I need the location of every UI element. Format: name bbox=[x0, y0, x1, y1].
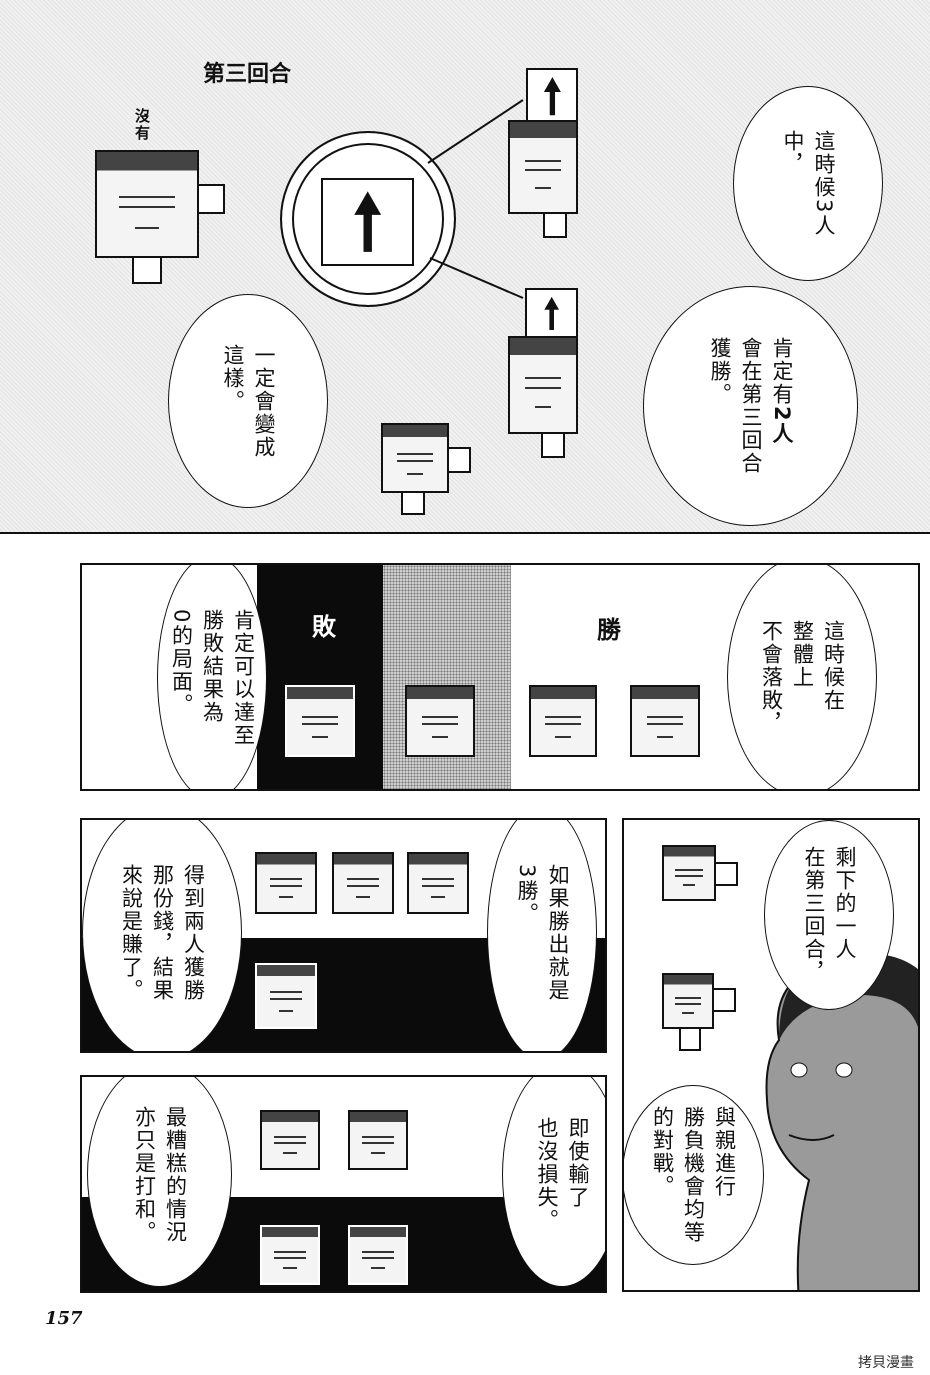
speech-bubble: 最糟糕的情況亦只是打和。 bbox=[87, 1077, 232, 1287]
speech-bubble: 如果勝出就是 3勝。 bbox=[487, 820, 597, 1051]
bubble-line: 整體上 bbox=[790, 619, 815, 689]
face-card bbox=[348, 1110, 408, 1170]
panel-remaining-player: 剩下的一人在第三回合， 與親進行勝負機會均等的對戰。 bbox=[622, 818, 920, 1292]
win-label: 勝 bbox=[597, 616, 621, 644]
bubble-line: 會在第三回合 bbox=[739, 337, 763, 475]
bubble-line: 肯定有 bbox=[770, 337, 794, 406]
face-card bbox=[630, 685, 700, 757]
exclaim-text: 沒有 bbox=[133, 108, 151, 142]
bubble-line: 最糟糕的情況 bbox=[163, 1105, 188, 1244]
card-tab bbox=[401, 491, 425, 515]
page-number: 157 bbox=[45, 1308, 83, 1329]
card-tab bbox=[197, 184, 225, 214]
speech-bubble: 一定會變成這樣。 bbox=[168, 294, 328, 508]
bubble-line: 的對戰。 bbox=[650, 1106, 675, 1198]
up-arrow-icon bbox=[354, 191, 381, 253]
lose-label: 敗 bbox=[312, 613, 336, 641]
bubble-line: 在第三回合， bbox=[802, 846, 826, 984]
bubble-line: 來說是賺了。 bbox=[119, 863, 144, 1002]
card-tab bbox=[447, 447, 471, 473]
round-title: 第三回合 bbox=[203, 62, 292, 87]
speech-bubble: 這時候3人中， bbox=[733, 86, 883, 281]
bubble-line: 中， bbox=[781, 129, 805, 176]
card-tab bbox=[541, 432, 565, 458]
speech-bubble: 即使輸了也沒損失。 bbox=[502, 1077, 605, 1287]
bubble-line: 剩下的一人 bbox=[833, 846, 857, 961]
bubble-line: 一定會變成 bbox=[252, 343, 276, 459]
bubble-line: 0的局面。 bbox=[169, 608, 194, 716]
bubble-line: 得到兩人獲勝 bbox=[181, 863, 206, 1002]
bubble-line: 亦只是打和。 bbox=[132, 1105, 157, 1244]
up-arrow-card bbox=[526, 68, 578, 125]
bubble-line: 那份錢，結果 bbox=[150, 863, 175, 1002]
bubble-line: 肯定可以達至 bbox=[231, 608, 256, 747]
face-card bbox=[662, 973, 714, 1029]
card-tab bbox=[543, 212, 567, 238]
up-arrow-card bbox=[321, 178, 414, 266]
bubble-line: 勝敗結果為 bbox=[200, 608, 225, 724]
bubble-line: 即使輸了 bbox=[566, 1117, 590, 1209]
bubble-line: 如果勝出就是 bbox=[546, 863, 570, 1002]
face-card bbox=[508, 336, 578, 434]
speech-bubble: 得到兩人獲勝那份錢，結果來說是賺了。 bbox=[82, 820, 242, 1051]
face-card bbox=[255, 852, 317, 914]
speech-bubble: 與親進行勝負機會均等的對戰。 bbox=[624, 1085, 764, 1265]
card-tab bbox=[714, 862, 738, 886]
bubble-emphasis: 2人 bbox=[770, 406, 794, 446]
watermark: 拷貝漫畫 bbox=[858, 1355, 914, 1371]
panel-round-three-diagram: 第三回合 沒有 這時候3人中， 肯定有2人會在第三回合獲勝。 一定會變成這樣。 bbox=[0, 0, 930, 534]
card-tab bbox=[679, 1027, 701, 1051]
card-tab bbox=[132, 256, 162, 284]
bubble-line: 這樣。 bbox=[221, 343, 245, 413]
bubble-line: 3勝。 bbox=[515, 863, 539, 925]
face-card bbox=[95, 150, 199, 258]
card-tab bbox=[712, 988, 736, 1012]
bubble-line: 也沒損失。 bbox=[535, 1117, 559, 1232]
face-card bbox=[381, 423, 449, 493]
face-card bbox=[508, 120, 578, 214]
face-card bbox=[260, 1110, 320, 1170]
bubble-line: 不會落敗， bbox=[759, 619, 784, 735]
pointer-arrows bbox=[427, 99, 524, 299]
bubble-line: 與親進行 bbox=[712, 1106, 737, 1198]
face-card bbox=[332, 852, 394, 914]
face-card bbox=[529, 685, 597, 757]
panel-win-case: 得到兩人獲勝那份錢，結果來說是賺了。 如果勝出就是 3勝。 bbox=[80, 818, 607, 1053]
face-card bbox=[662, 845, 716, 901]
face-card bbox=[260, 1225, 320, 1285]
speech-bubble: 剩下的一人在第三回合， bbox=[764, 820, 894, 1010]
face-card bbox=[348, 1225, 408, 1285]
face-card bbox=[255, 963, 317, 1029]
up-arrow-card bbox=[525, 288, 578, 338]
speech-bubble: 肯定有2人會在第三回合獲勝。 bbox=[643, 286, 858, 526]
face-card bbox=[405, 685, 475, 757]
face-card bbox=[285, 685, 355, 757]
panel-lose-case: 最糟糕的情況亦只是打和。 即使輸了也沒損失。 bbox=[80, 1075, 607, 1293]
speech-bubble: 這時候在整體上不會落敗， bbox=[727, 565, 877, 789]
bubble-line: 獲勝。 bbox=[708, 337, 732, 406]
bubble-line: 這時候在 bbox=[821, 619, 846, 712]
bubble-line: 這時候3人 bbox=[812, 129, 836, 238]
bubble-line: 勝負機會均等 bbox=[681, 1106, 706, 1244]
face-card bbox=[407, 852, 469, 914]
